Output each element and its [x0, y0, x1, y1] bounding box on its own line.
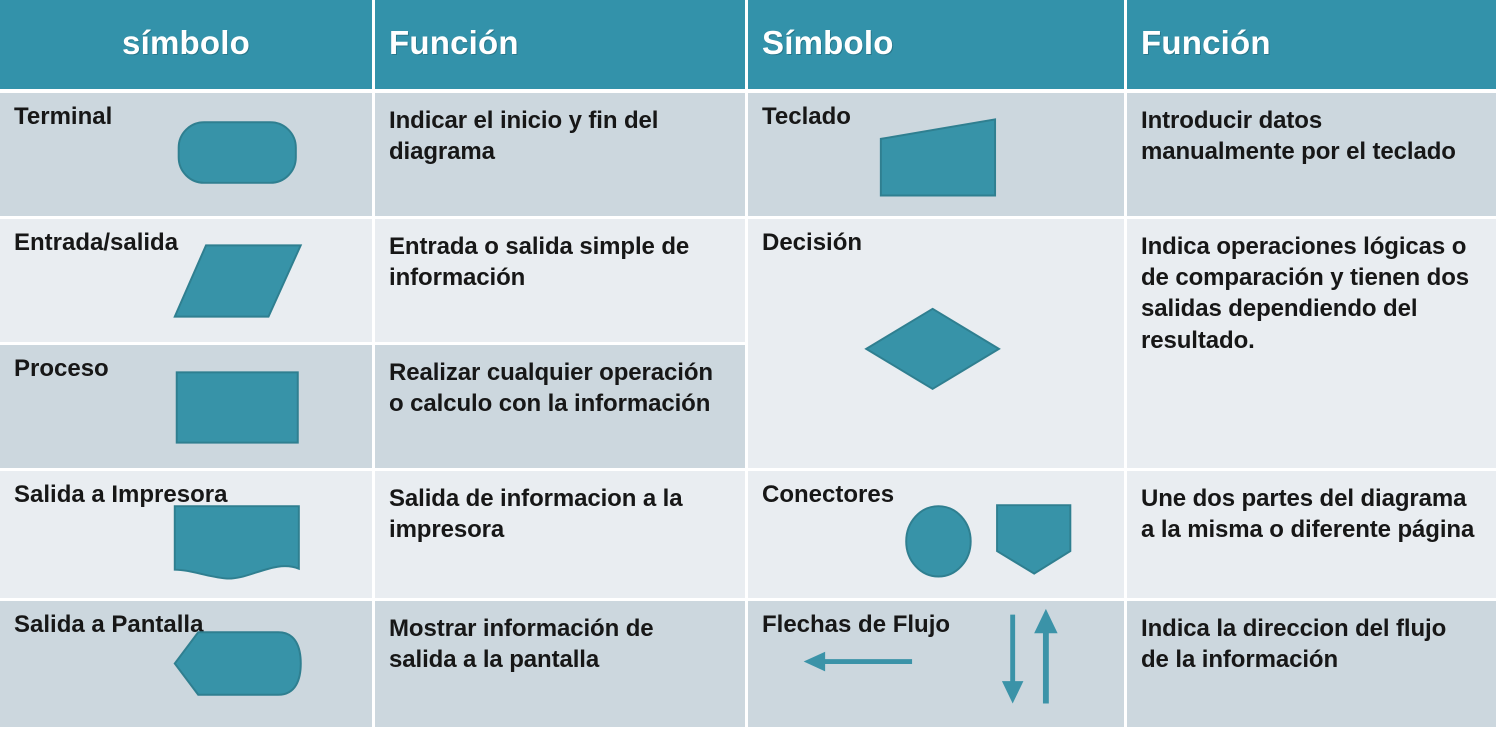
- symbol-label-proceso: Proceso: [14, 355, 109, 382]
- function-text-flechas-flujo: Indica la direccion del flujo de la info…: [1141, 615, 1447, 674]
- symbol-label-terminal: Terminal: [14, 103, 113, 130]
- symbol-cell-decision: Decisión: [748, 219, 1127, 471]
- header-cell-simbolo-right: Símbolo: [748, 0, 1127, 93]
- function-text-decision: Indica operaciones lógicas o de comparac…: [1141, 233, 1470, 354]
- symbol-cell-conectores: Conectores: [748, 471, 1127, 601]
- symbol-cell-flechas-flujo: Flechas de Flujo: [748, 601, 1127, 730]
- function-text-salida-impresora: Salida de informacion a la impresora: [389, 485, 683, 544]
- function-cell-entrada-salida: Entrada o salida simple de información: [375, 219, 748, 345]
- symbol-cell-teclado: Teclado: [748, 93, 1127, 219]
- symbol-cell-entrada-salida: Entrada/salida: [0, 219, 375, 345]
- symbol-cell-salida-impresora: Salida a Impresora: [0, 471, 375, 601]
- header-label-funcion-left: Función: [389, 23, 519, 61]
- header-label-simbolo-right: Símbolo: [762, 23, 894, 61]
- symbol-cell-salida-pantalla: Salida a Pantalla: [0, 601, 375, 730]
- header-label-simbolo-left: símbolo: [122, 23, 250, 61]
- symbol-cell-terminal: Terminal: [0, 93, 375, 219]
- function-cell-decision: Indica operaciones lógicas o de comparac…: [1127, 219, 1499, 471]
- symbol-label-entrada-salida: Entrada/salida: [14, 229, 179, 256]
- diamond-icon: [864, 307, 1001, 391]
- symbol-cell-proceso: Proceso: [0, 345, 375, 471]
- function-text-terminal: Indicar el inicio y fin del diagrama: [389, 107, 659, 166]
- symbol-label-decision: Decisión: [762, 229, 863, 256]
- function-cell-terminal: Indicar el inicio y fin del diagrama: [375, 93, 748, 219]
- function-cell-teclado: Introducir datos manualmente por el tecl…: [1127, 93, 1499, 219]
- function-cell-salida-impresora: Salida de informacion a la impresora: [375, 471, 748, 601]
- function-cell-salida-pantalla: Mostrar información de salida a la panta…: [375, 601, 748, 730]
- function-text-conectores: Une dos partes del diagrama a la misma o…: [1141, 485, 1475, 544]
- function-text-salida-pantalla: Mostrar información de salida a la panta…: [389, 615, 654, 674]
- header-label-funcion-right: Función: [1141, 23, 1271, 61]
- symbol-label-salida-pantalla: Salida a Pantalla: [14, 611, 204, 638]
- function-cell-conectores: Une dos partes del diagrama a la misma o…: [1127, 471, 1499, 601]
- function-cell-proceso: Realizar cualquier operación o calculo c…: [375, 345, 748, 471]
- symbol-label-teclado: Teclado: [762, 103, 851, 130]
- function-text-proceso: Realizar cualquier operación o calculo c…: [389, 359, 713, 418]
- function-text-teclado: Introducir datos manualmente por el tecl…: [1141, 107, 1456, 166]
- header-cell-simbolo-left: símbolo: [0, 0, 375, 93]
- symbol-label-conectores: Conectores: [762, 481, 895, 508]
- header-cell-funcion-left: Función: [375, 0, 748, 93]
- symbol-label-salida-impresora: Salida a Impresora: [14, 481, 228, 508]
- symbol-label-flechas-flujo: Flechas de Flujo: [762, 611, 951, 638]
- function-cell-flechas-flujo: Indica la direccion del flujo de la info…: [1127, 601, 1499, 730]
- function-text-entrada-salida: Entrada o salida simple de información: [389, 233, 690, 292]
- header-cell-funcion-right: Función: [1127, 0, 1499, 93]
